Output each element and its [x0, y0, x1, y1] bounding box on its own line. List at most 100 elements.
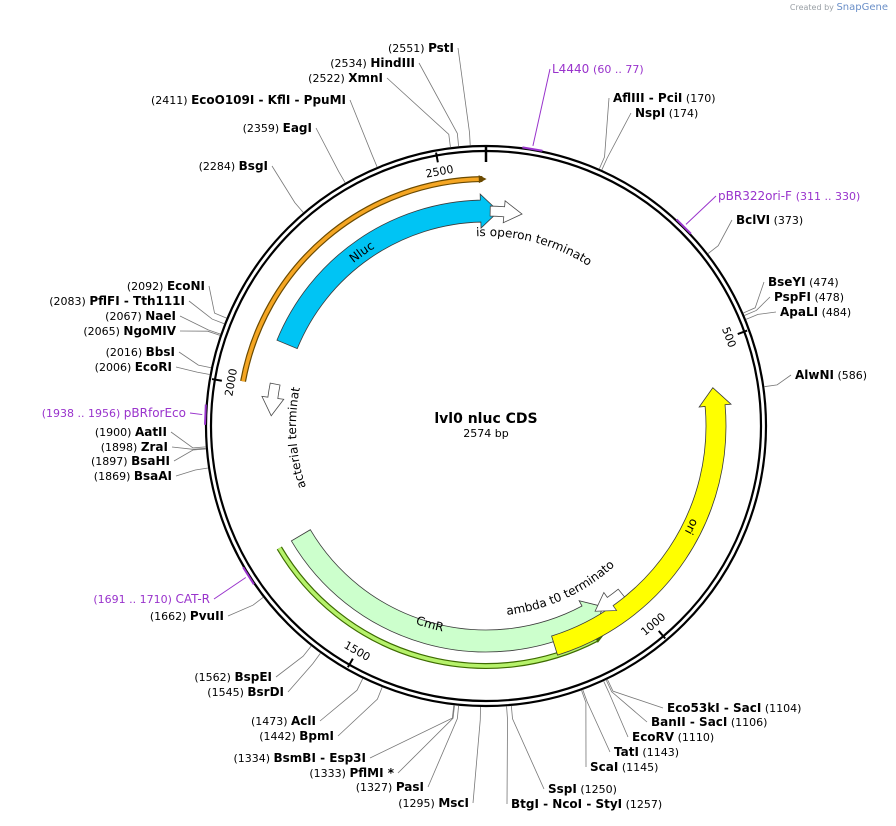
- site-enzyme: BsaHI: [131, 454, 170, 468]
- site-ecoo109i-kfli-ppumi[interactable]: (2411) EcoO109I - KflI - PpuMI: [151, 93, 378, 168]
- site-enzyme: AlwNI: [795, 368, 834, 382]
- site-eco53ki-saci[interactable]: Eco53kI - SacI (1104): [607, 679, 801, 715]
- site-leader-line: [744, 296, 771, 316]
- primer-name: CAT-R: [175, 592, 210, 606]
- site-position: (1334): [233, 752, 273, 765]
- site-bclvi[interactable]: BclVI (373): [707, 213, 803, 254]
- cmr-feature-arrow[interactable]: [290, 529, 604, 653]
- ori-feature-arrow[interactable]: [551, 387, 732, 656]
- site-leader-line: [173, 448, 206, 462]
- his-operon-terminator-arrow[interactable]: [489, 200, 523, 224]
- site-bsaai[interactable]: (1869) BsaAI: [94, 467, 209, 483]
- site-leader-line: [598, 97, 610, 170]
- site-label: (1545) BsrDI: [207, 685, 284, 699]
- site-leader-line: [510, 705, 545, 790]
- nluc-feature-arrow[interactable]: [276, 193, 500, 350]
- site-enzyme: BsgI: [239, 159, 268, 173]
- site-label: ScaI (1145): [590, 760, 658, 774]
- backbone-outer-ring: [204, 144, 768, 708]
- site-pvuii[interactable]: (1662) PvuII: [150, 596, 264, 623]
- site-leader-line: [275, 645, 312, 678]
- site-label: (1897) BsaHI: [91, 454, 170, 468]
- site-enzyme: BtgI - NcoI - StyI: [511, 797, 622, 811]
- site-aatii[interactable]: (1900) AatII: [95, 425, 206, 449]
- site-position: (174): [665, 107, 698, 120]
- site-pasi[interactable]: (1327) PasI: [356, 705, 460, 794]
- orange-track-arrowhead: [478, 175, 487, 184]
- site-position: (1545): [207, 686, 247, 699]
- site-position: (1662): [150, 610, 190, 623]
- site-nspi[interactable]: NspI (174): [601, 106, 699, 171]
- site-naei[interactable]: (2067) NaeI: [105, 309, 221, 335]
- site-label: (1562) BspEI: [194, 670, 272, 684]
- site-bsahi[interactable]: (1897) BsaHI: [91, 448, 206, 468]
- site-label: BanII - SacI (1106): [651, 715, 767, 729]
- site-enzyme: EcoRI: [135, 360, 172, 374]
- site-bsrdi[interactable]: (1545) BsrDI: [207, 652, 321, 699]
- lambda-t0-terminator-arrow[interactable]: [594, 588, 626, 612]
- site-bseyi[interactable]: BseYI (474): [743, 275, 839, 314]
- site-label: BseYI (474): [768, 275, 839, 289]
- site-label: SspI (1250): [548, 782, 617, 796]
- site-eagi[interactable]: (2359) EagI: [243, 121, 346, 184]
- primer-binding-mark: [522, 146, 543, 152]
- site-position: (1869): [94, 470, 134, 483]
- primer-l4440[interactable]: L4440 (60 .. 77): [522, 62, 644, 152]
- green-track: [277, 547, 598, 668]
- site-hindiii[interactable]: (2534) HindIII: [330, 56, 460, 147]
- site-xmni[interactable]: (2522) XmnI: [308, 71, 451, 148]
- site-scai[interactable]: ScaI (1145): [581, 690, 658, 774]
- site-pflfi-tth111i[interactable]: (2083) PflFI - Tth111I: [49, 294, 225, 325]
- site-bsgi[interactable]: (2284) BsgI: [199, 159, 304, 213]
- site-alwni[interactable]: AlwNI (586): [764, 368, 867, 388]
- site-enzyme: BbsI: [146, 345, 175, 359]
- site-label: EcoRV (1110): [632, 730, 714, 744]
- site-msci[interactable]: (1295) MscI: [398, 706, 481, 810]
- site-acli[interactable]: (1473) AclI: [251, 678, 364, 728]
- site-label: (2092) EcoNI: [127, 279, 205, 293]
- site-pflmi[interactable]: (1333) PflMI *: [309, 705, 455, 780]
- site-sspi[interactable]: SspI (1250): [510, 705, 617, 796]
- site-position: (2092): [127, 280, 167, 293]
- site-leader-line: [605, 679, 648, 723]
- primer-binding-mark: [675, 218, 692, 235]
- site-label: NspI (174): [635, 106, 698, 120]
- primer-range: (1691 .. 1710): [93, 593, 175, 606]
- site-ecori[interactable]: (2006) EcoRI: [95, 360, 210, 375]
- site-bpmi[interactable]: (1442) BpmI: [259, 686, 383, 743]
- snapgene-logo-text: SnapGene: [836, 2, 888, 13]
- site-position: (478): [811, 291, 844, 304]
- site-bsmbi-esp3i[interactable]: (1334) BsmBI - Esp3I: [233, 705, 455, 765]
- site-enzyme: PstI: [428, 41, 454, 55]
- site-banii-saci[interactable]: BanII - SacI (1106): [605, 679, 767, 729]
- bacterial-terminator-arrow[interactable]: [261, 382, 285, 417]
- primer-annotations: L4440 (60 .. 77) pBR322ori-F (311 .. 330)…: [42, 62, 861, 606]
- site-enzyme: AflIII - PciI: [613, 91, 682, 105]
- site-pspfi[interactable]: PspFI (478): [744, 290, 844, 316]
- primer-pbr322ori-f[interactable]: pBR322ori-F (311 .. 330): [675, 189, 861, 235]
- site-tati[interactable]: TatI (1143): [582, 689, 679, 759]
- site-afliii-pcii[interactable]: AflIII - PciI (170): [598, 91, 715, 170]
- site-leader-line: [179, 315, 221, 335]
- tick-label: 500: [719, 325, 738, 349]
- site-position: (586): [834, 369, 867, 382]
- site-apali[interactable]: ApaLI (484): [745, 305, 851, 320]
- site-position: (1442): [259, 730, 299, 743]
- tick-label: 2000: [222, 367, 240, 397]
- site-bspei[interactable]: (1562) BspEI: [194, 645, 312, 684]
- primer-cat-r[interactable]: (1691 .. 1710) CAT-R: [93, 566, 255, 606]
- site-btgi-ncoi-styi[interactable]: BtgI - NcoI - StyI (1257): [506, 706, 663, 811]
- primer-pbrforeco[interactable]: (1938 .. 1956) pBRforEco: [42, 404, 207, 425]
- site-enzyme: BsrDI: [247, 685, 284, 699]
- site-ngomiv[interactable]: (2065) NgoMIV: [83, 324, 221, 338]
- site-bbsi[interactable]: (2016) BbsI: [106, 345, 212, 369]
- site-position: (1327): [356, 781, 396, 794]
- site-psti[interactable]: (2551) PstI: [388, 41, 471, 146]
- site-zrai[interactable]: (1898) ZraI: [101, 440, 206, 454]
- site-leader-line: [472, 706, 481, 804]
- primer-name: L4440: [552, 62, 593, 76]
- site-enzyme: PspFI: [774, 290, 811, 304]
- site-ecorv[interactable]: EcoRV (1110): [603, 681, 715, 744]
- site-position: (2534): [330, 57, 370, 70]
- site-econi[interactable]: (2092) EcoNI: [127, 279, 227, 319]
